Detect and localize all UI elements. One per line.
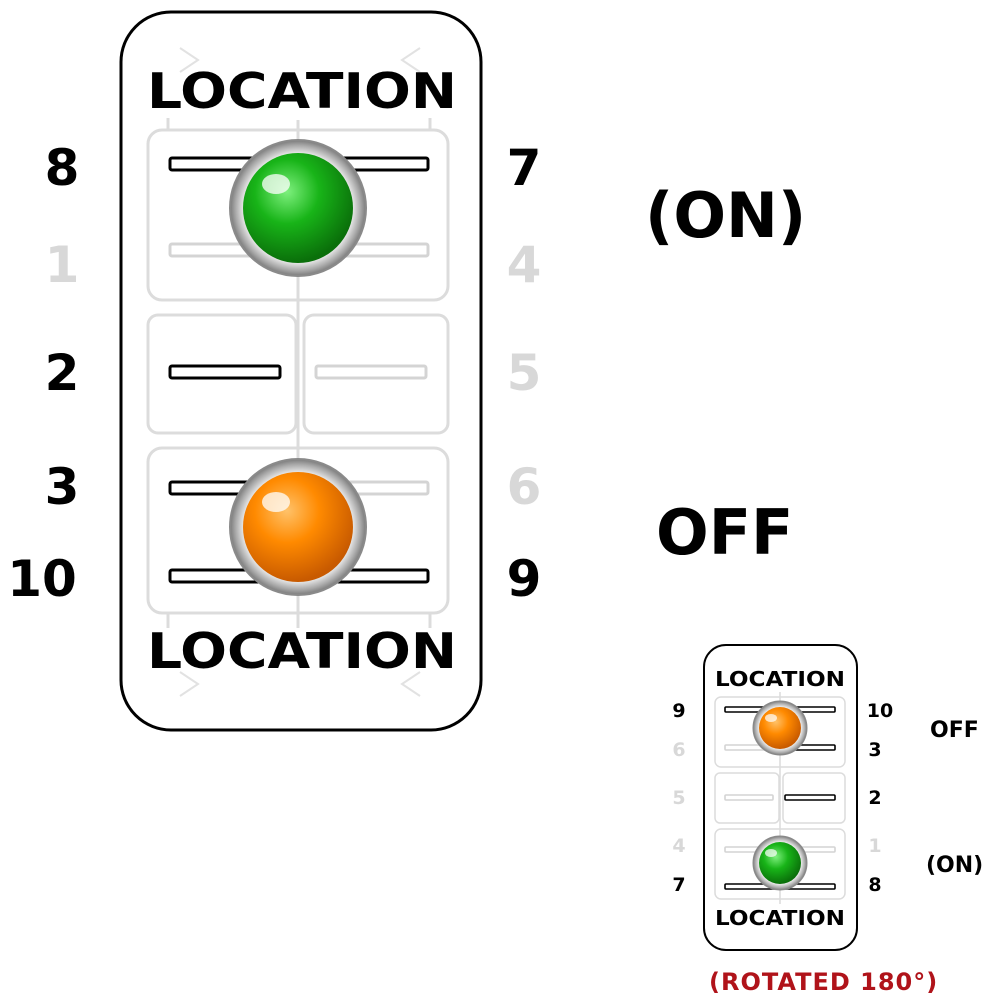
switch-outline xyxy=(119,10,483,732)
small-top-location-label: LOCATION xyxy=(715,667,845,691)
small-terminal-panels xyxy=(714,692,846,904)
large-pin-left-3: 2 xyxy=(44,344,80,402)
small-pin-right-2: 3 xyxy=(868,739,882,761)
large-pin-left-2: 1 xyxy=(44,236,80,294)
lamp-highlight xyxy=(262,174,290,194)
large-state-on: (ON) xyxy=(645,179,807,252)
large-pin-right-3: 5 xyxy=(506,344,542,402)
small-state-off: OFF xyxy=(930,718,979,743)
small-pin-right-1: 10 xyxy=(866,700,894,722)
large-pin-right-5: 9 xyxy=(506,550,542,608)
large-top-location-label: LOCATION xyxy=(147,63,457,120)
large-bottom-lamp xyxy=(229,458,367,596)
small-state-on: (ON) xyxy=(926,853,984,878)
small-bottom-location-label: LOCATION xyxy=(715,906,845,930)
small-pin-left-4: 4 xyxy=(672,835,686,857)
large-pin-left-4: 3 xyxy=(44,458,80,516)
lamp-highlight xyxy=(262,492,290,512)
large-pin-left-5: 10 xyxy=(7,550,77,608)
small-pin-left-2: 6 xyxy=(672,739,686,761)
small-pin-right-5: 8 xyxy=(868,874,882,896)
large-pin-right-4: 6 xyxy=(506,458,542,516)
large-pin-right-2: 4 xyxy=(506,236,542,294)
large-top-lamp xyxy=(229,139,367,277)
large-bottom-location-label: LOCATION xyxy=(147,623,457,680)
small-top-lamp xyxy=(752,700,808,756)
large-state-off: OFF xyxy=(656,496,794,569)
chevron-marks xyxy=(179,47,421,697)
rotated-caption: (ROTATED 180°) xyxy=(709,968,939,996)
large-pin-right-1: 7 xyxy=(506,139,542,197)
large-pin-left-1: 8 xyxy=(44,139,80,197)
small-pin-right-3: 2 xyxy=(868,787,882,809)
small-pin-right-4: 1 xyxy=(868,835,882,857)
small-pin-left-5: 7 xyxy=(672,874,686,896)
small-pin-left-3: 5 xyxy=(672,787,686,809)
small-bottom-lamp xyxy=(752,835,808,891)
small-pin-left-1: 9 xyxy=(672,700,686,722)
